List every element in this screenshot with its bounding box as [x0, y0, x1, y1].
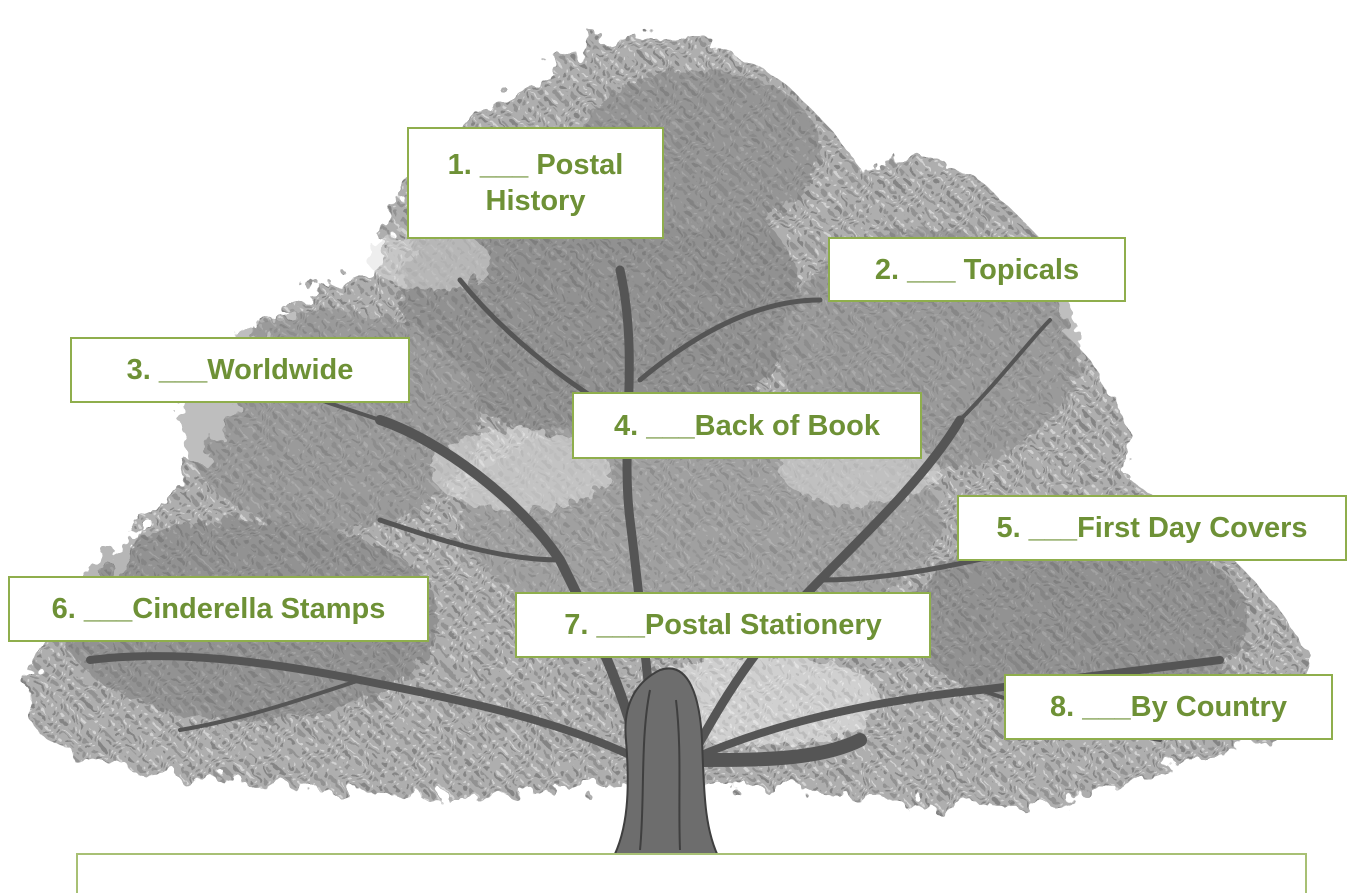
label-back-of-book[interactable]: 4. ___Back of Book	[572, 392, 922, 459]
label-postal-stationery[interactable]: 7. ___Postal Stationery	[515, 592, 931, 658]
label-cinderella-stamps[interactable]: 6. ___Cinderella Stamps	[8, 576, 429, 642]
branches	[86, 265, 1224, 825]
label-postal-history[interactable]: 1. ___ Postal History	[407, 127, 664, 239]
label-worldwide[interactable]: 3. ___Worldwide	[70, 337, 410, 403]
label-first-day-covers[interactable]: 5. ___First Day Covers	[957, 495, 1347, 561]
label-topicals[interactable]: 2. ___ Topicals	[828, 237, 1126, 302]
label-by-country[interactable]: 8. ___By Country	[1004, 674, 1333, 740]
bottom-panel	[76, 853, 1307, 893]
